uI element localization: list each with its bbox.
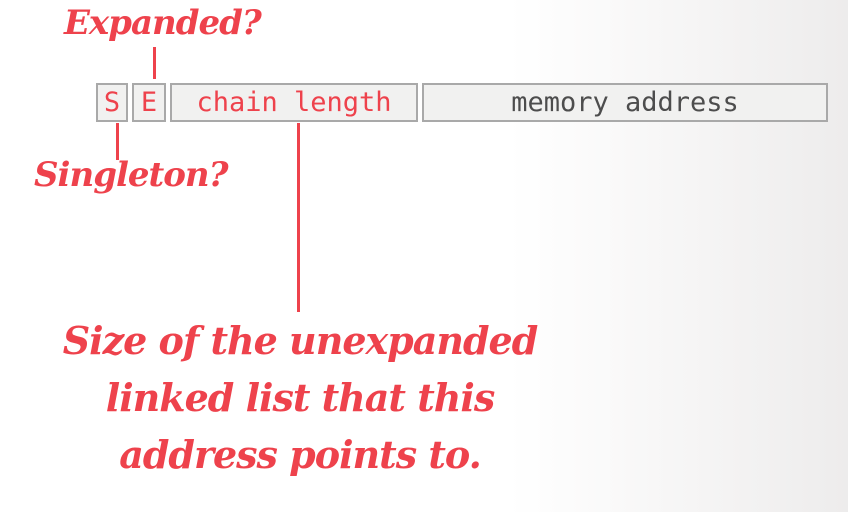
singleton-annotation-label: Singleton? [34,155,229,195]
field-expanded-cell: E [132,83,166,122]
expanded-connector-line [153,47,156,79]
singleton-connector-line [116,123,119,160]
chain-length-connector-line [297,123,300,312]
field-singleton-cell: S [96,83,128,122]
field-chain-length-cell: chain length [170,83,418,122]
field-memory-address-cell: memory address [422,83,828,122]
chain-note-line-3: address points to. [119,432,482,477]
chain-length-annotation-note: Size of the unexpanded linked list that … [0,312,600,483]
record-struct-row: S E chain length memory address [96,83,828,122]
expanded-annotation-label: Expanded? [64,3,262,43]
chain-note-line-2: linked list that this [105,375,495,420]
chain-note-line-1: Size of the unexpanded [62,318,539,363]
